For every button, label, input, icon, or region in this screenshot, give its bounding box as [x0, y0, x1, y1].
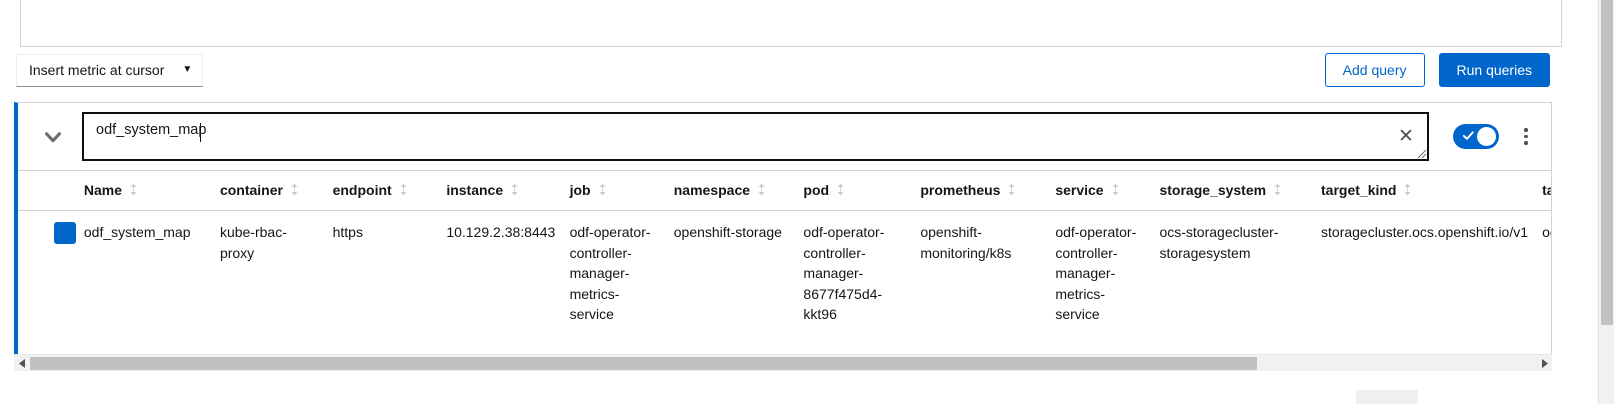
- sort-arrows-icon: [129, 183, 138, 199]
- expand-collapse-chevron-icon[interactable]: [36, 120, 70, 154]
- series-table-head: Name container endpoint instance job namespac…: [18, 171, 1551, 211]
- column-header-label: Name: [83, 182, 123, 198]
- column-header-instance[interactable]: instance: [446, 171, 570, 211]
- query-kebab-menu-icon[interactable]: [1511, 120, 1541, 154]
- sort-arrows-icon: [399, 183, 408, 199]
- sort-arrows-icon: [836, 183, 845, 199]
- series-table-body: odf_system_map kube-rbac-proxy https 10.129…: [18, 211, 1551, 336]
- query-card: ✕: [14, 102, 1552, 367]
- sort-arrows-icon: [1403, 183, 1412, 199]
- column-header-label: service: [1055, 182, 1104, 198]
- cell-namespace: openshift-storage: [673, 224, 782, 240]
- cell-job: odf-operator-controller-manager-metrics-…: [569, 224, 651, 322]
- page-scrollbar-thumb[interactable]: [1601, 0, 1613, 325]
- series-table-header-row: Name container endpoint instance job namespac…: [18, 171, 1551, 211]
- query-expression-input[interactable]: [82, 112, 1429, 161]
- sort-arrows-icon: [598, 183, 607, 199]
- toggle-knob: [1477, 127, 1496, 146]
- series-table: Name container endpoint instance job namespac…: [18, 171, 1551, 336]
- sort-arrows-icon: [510, 183, 519, 199]
- scroll-right-arrow-icon[interactable]: [1536, 355, 1552, 372]
- column-header-service[interactable]: service: [1055, 171, 1160, 211]
- cell-target_name: ocs-storageclus: [1542, 224, 1551, 240]
- query-input-row: ✕: [18, 103, 1551, 170]
- chevron-down-icon: ▼: [182, 64, 193, 75]
- table-horizontal-scrollbar[interactable]: [14, 354, 1552, 371]
- cell-container: kube-rbac-proxy: [219, 224, 287, 261]
- series-color-swatch-cell: [18, 211, 84, 336]
- column-header-label: endpoint: [332, 182, 392, 198]
- query-expression-wrapper: ✕: [82, 112, 1429, 161]
- bottom-placeholder-block: [1356, 390, 1418, 404]
- column-header-namespace[interactable]: namespace: [673, 171, 804, 211]
- column-header-label: namespace: [673, 182, 751, 198]
- column-header-container[interactable]: container: [219, 171, 333, 211]
- cell-pod: odf-operator-controller-manager-8677f475…: [803, 224, 885, 322]
- text-cursor: [200, 123, 201, 142]
- column-header-swatch: [18, 171, 84, 211]
- column-header-pod[interactable]: pod: [803, 171, 921, 211]
- cell-target_kind: storagecluster.ocs.openshift.io/v1: [1321, 224, 1529, 240]
- insert-metric-label: Insert metric at cursor: [29, 62, 165, 78]
- add-query-button[interactable]: Add query: [1324, 53, 1425, 87]
- scrollbar-track[interactable]: [30, 355, 1536, 372]
- scrollbar-thumb[interactable]: [30, 356, 1258, 370]
- series-table-scroll-area: Name container endpoint instance job namespac…: [18, 170, 1551, 348]
- column-header-name[interactable]: Name: [83, 171, 220, 211]
- column-header-label: instance: [446, 182, 504, 198]
- chart-x-axis-ticks: 7:15 PM7:17 PM7:19 PM7:21 PM7:23 PM7:25 …: [21, 0, 1561, 8]
- clear-query-icon[interactable]: ✕: [1398, 125, 1414, 147]
- insert-metric-dropdown[interactable]: Insert metric at cursor ▼: [16, 53, 204, 87]
- table-row: odf_system_map kube-rbac-proxy https 10.129…: [18, 211, 1551, 336]
- column-header-target_name[interactable]: target_nam: [1542, 171, 1551, 211]
- query-toolbar: Insert metric at cursor ▼ Add query Run …: [0, 48, 1566, 92]
- cell-endpoint: https: [332, 224, 363, 240]
- column-header-label: prometheus: [920, 182, 1001, 198]
- column-header-prometheus[interactable]: prometheus: [920, 171, 1056, 211]
- cell-name: odf_system_map: [83, 224, 191, 240]
- column-header-job[interactable]: job: [569, 171, 674, 211]
- sort-arrows-icon: [290, 183, 299, 199]
- check-icon: [1462, 131, 1474, 140]
- query-enabled-toggle[interactable]: [1453, 124, 1499, 149]
- column-header-label: pod: [803, 182, 830, 198]
- chart-panel-remnant: 7:15 PM7:17 PM7:19 PM7:21 PM7:23 PM7:25 …: [20, 0, 1562, 47]
- sort-arrows-icon: [757, 183, 766, 199]
- page-vertical-scrollbar[interactable]: [1598, 0, 1614, 404]
- cell-service: odf-operator-controller-manager-metrics-…: [1055, 224, 1137, 322]
- column-header-label: storage_system: [1159, 182, 1267, 198]
- sort-arrows-icon: [1111, 183, 1120, 199]
- sort-arrows-icon: [1273, 183, 1282, 199]
- sort-arrows-icon: [1007, 183, 1016, 199]
- column-header-label: job: [569, 182, 591, 198]
- cell-instance: 10.129.2.38:8443: [446, 224, 556, 240]
- column-header-storage_system[interactable]: storage_system: [1159, 171, 1322, 211]
- run-queries-button[interactable]: Run queries: [1438, 53, 1550, 87]
- column-header-target_kind[interactable]: target_kind: [1321, 171, 1543, 211]
- scroll-left-arrow-icon[interactable]: [14, 355, 30, 372]
- column-header-endpoint[interactable]: endpoint: [332, 171, 447, 211]
- column-header-label: target_kind: [1321, 182, 1397, 198]
- column-header-label: container: [219, 182, 283, 198]
- cell-prometheus: openshift-monitoring/k8s: [920, 224, 1012, 261]
- column-header-label: target_nam: [1542, 182, 1551, 198]
- cell-storage_system: ocs-storagecluster-storagesystem: [1159, 224, 1279, 261]
- series-color-swatch[interactable]: [54, 222, 76, 244]
